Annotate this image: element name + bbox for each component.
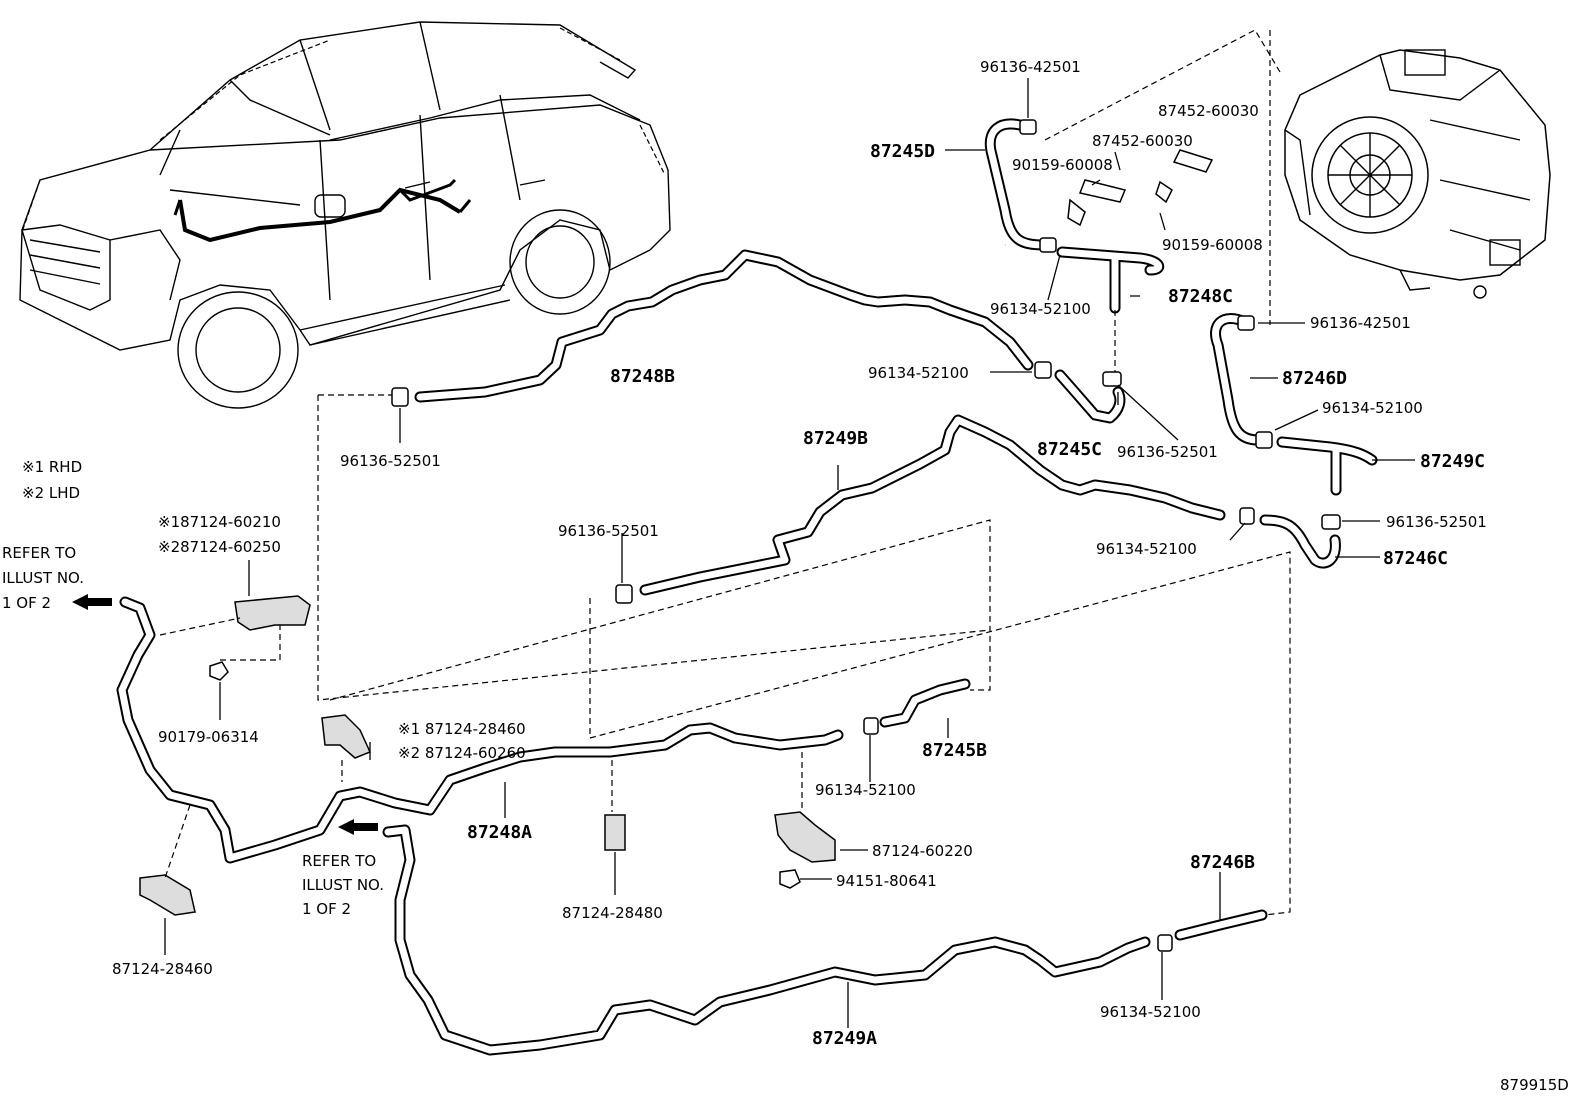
clamp-96136-52501-c	[615, 584, 633, 604]
label-87245C: 87245C	[1037, 439, 1102, 460]
label-87246D: 87246D	[1282, 368, 1347, 389]
clip-87124-28460-r	[321, 714, 372, 759]
label-96136-42501-top: 96136-42501	[980, 58, 1081, 76]
label-87124-60250: ※287124-60250	[158, 538, 281, 556]
label-94151-80641: 94151-80641	[836, 872, 937, 890]
notes: ※1 RHD ※2 LHD REFER TO ILLUST NO. 1 OF 2…	[2, 458, 384, 918]
bolt-90159-60008-a	[1067, 198, 1086, 227]
note-lhd: ※2 LHD	[22, 484, 80, 502]
label-96134-52100-a: 96134-52100	[990, 300, 1091, 318]
label-90179-06314: 90179-06314	[158, 728, 259, 746]
label-87124-60220: 87124-60220	[872, 842, 973, 860]
vehicle-illustration	[19, 21, 671, 409]
label-96136-42501-right: 96136-42501	[1310, 314, 1411, 332]
label-87124-28460-l: 87124-28460	[112, 960, 213, 978]
label-87452-60030-b: 87452-60030	[1092, 132, 1193, 150]
refer-mid-line-3: 1 OF 2	[302, 900, 351, 918]
clamp-96136-52501-b	[1102, 371, 1122, 387]
hose-87249A	[382, 824, 1151, 1056]
label-87249A: 87249A	[812, 1028, 877, 1049]
label-96134-52100-f: 96134-52100	[1100, 1003, 1201, 1021]
bracket-87124-60220	[774, 811, 836, 863]
part-labels: 96136-42501 87452-60030 87452-60030 9015…	[112, 58, 1569, 1094]
clamp-96136-52501-a	[391, 387, 409, 407]
label-87246C: 87246C	[1383, 548, 1448, 569]
arrow-left-icon	[72, 594, 112, 610]
hose-set	[116, 118, 1378, 1056]
label-87245B: 87245B	[922, 740, 987, 761]
connector-87452-60030-a	[1078, 179, 1127, 203]
clamp-96136-42501-top	[1019, 119, 1037, 135]
clamp-96134-52100-c	[1255, 431, 1273, 449]
label-87124-60260: ※2 87124-60260	[398, 744, 526, 762]
clamp-96134-52100-e	[863, 717, 879, 735]
label-87249C: 87249C	[1420, 451, 1485, 472]
clamp-96134-52100-b	[1034, 361, 1052, 379]
label-87245D: 87245D	[870, 141, 935, 162]
refer-mid-line-2: ILLUST NO.	[302, 876, 384, 894]
bracket-87124-60210	[234, 595, 311, 631]
clip-87124-28480	[604, 814, 626, 851]
label-87249B: 87249B	[803, 428, 868, 449]
label-87124-28460-r: ※1 87124-28460	[398, 720, 526, 738]
label-87248C: 87248C	[1168, 286, 1233, 307]
label-87124-60210: ※187124-60210	[158, 513, 281, 531]
label-87124-28480: 87124-28480	[562, 904, 663, 922]
clamp-96134-52100-f	[1157, 934, 1173, 952]
label-90159-60008-b: 90159-60008	[1162, 236, 1263, 254]
nut-90179-06314	[209, 661, 229, 681]
note-rhd: ※1 RHD	[22, 458, 82, 476]
label-96136-52501-c: 96136-52501	[558, 522, 659, 540]
clamp-96136-42501-right	[1237, 315, 1255, 331]
refer-left-line-2: ILLUST NO.	[2, 569, 84, 587]
label-96134-52100-c: 96134-52100	[1322, 399, 1423, 417]
label-96136-52501-a: 96136-52501	[340, 452, 441, 470]
label-87248A: 87248A	[467, 822, 532, 843]
heater-unit-illustration	[1284, 49, 1551, 299]
refer-left-line-1: REFER TO	[2, 544, 76, 562]
refer-mid-line-1: REFER TO	[302, 852, 376, 870]
clip-87124-28460-l	[139, 874, 196, 916]
label-87246B: 87246B	[1190, 852, 1255, 873]
label-96134-52100-e: 96134-52100	[815, 781, 916, 799]
clamps	[72, 119, 1341, 952]
clamp-96134-52100-d	[1239, 507, 1255, 525]
connector-87452-60030-b	[1172, 149, 1214, 173]
leader-lines	[159, 29, 1415, 1028]
label-87452-60030-a: 87452-60030	[1158, 102, 1259, 120]
clamp-96134-52100-a	[1039, 237, 1057, 253]
label-96136-52501-d: 96136-52501	[1386, 513, 1487, 531]
arrow-left-icon	[338, 819, 378, 835]
label-90159-60008-a: 90159-60008	[1012, 156, 1113, 174]
clamp-96136-52501-d	[1321, 514, 1341, 530]
refer-left-line-3: 1 OF 2	[2, 594, 51, 612]
nut-94151-80641	[779, 869, 801, 889]
figure-id: 879915D	[1500, 1076, 1569, 1094]
label-87248B: 87248B	[610, 366, 675, 387]
label-96134-52100-d: 96134-52100	[1096, 540, 1197, 558]
label-96136-52501-b: 96136-52501	[1117, 443, 1218, 461]
hose-labels: 87245D 87248C 87248B 87246D 87245C 87249…	[467, 141, 1485, 1049]
bolt-90159-60008-b	[1155, 180, 1173, 204]
label-96134-52100-b: 96134-52100	[868, 364, 969, 382]
